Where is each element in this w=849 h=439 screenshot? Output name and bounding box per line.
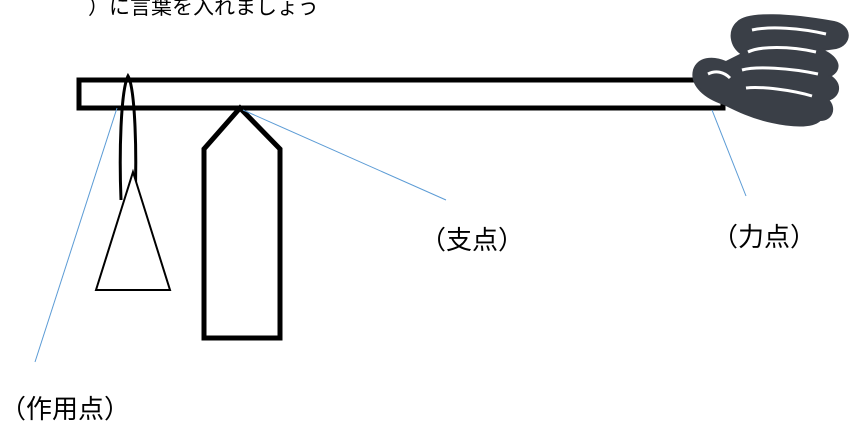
load-weight bbox=[94, 168, 172, 291]
load-label: （作用点） bbox=[0, 395, 130, 425]
pointing-hand-icon bbox=[692, 14, 849, 127]
effort-leader-line bbox=[711, 109, 747, 197]
lever-bar bbox=[76, 77, 726, 111]
fulcrum-leader-line bbox=[242, 109, 447, 201]
fulcrum-support bbox=[201, 104, 283, 341]
effort-label: （力点） bbox=[712, 223, 816, 253]
fulcrum-label: （支点） bbox=[420, 226, 524, 256]
instruction-text: ）に言葉を入れましょう bbox=[88, 0, 319, 19]
load-string bbox=[118, 72, 138, 201]
load-leader-line bbox=[34, 107, 118, 363]
